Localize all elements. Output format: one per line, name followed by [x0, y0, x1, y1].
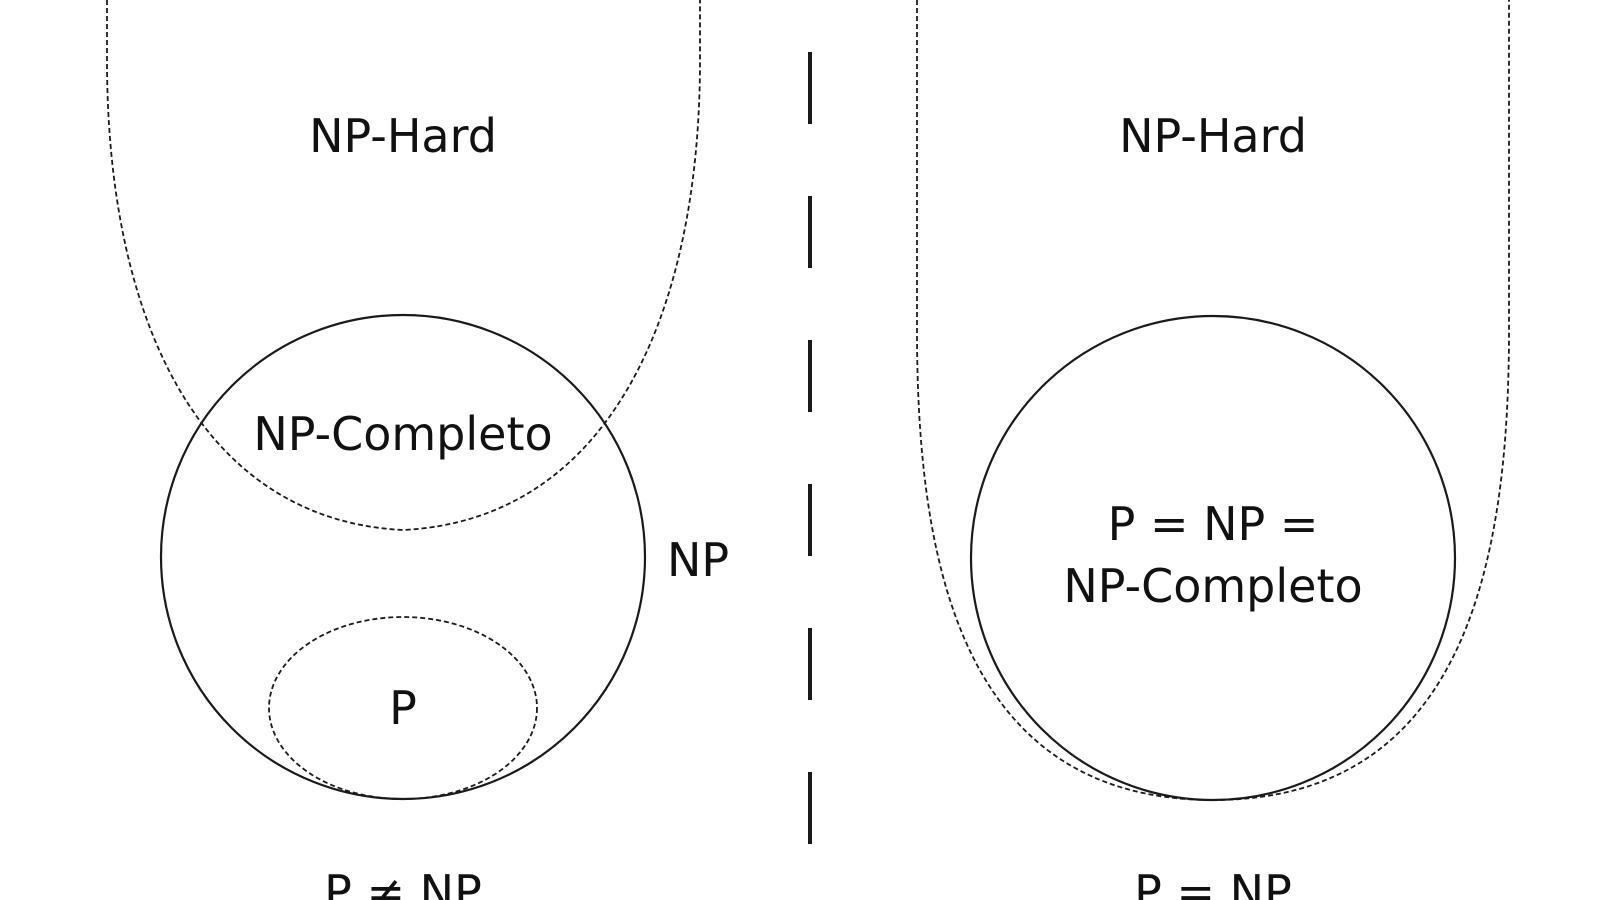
center-label-line2: NP-Completo: [1063, 559, 1362, 613]
np-circle: [969, 314, 1457, 802]
p-region: [268, 616, 538, 800]
right-caption: P = NP: [1134, 865, 1292, 900]
left-panel: NP-Hard NP-Completo NP P P ≠ NP: [106, 0, 729, 900]
np-label: NP: [667, 533, 729, 587]
np-hard-label: NP-Hard: [1119, 109, 1307, 163]
np-hard-region: [106, 0, 701, 531]
p-label: P: [389, 681, 417, 735]
left-caption: P ≠ NP: [324, 865, 482, 900]
right-panel: NP-Hard P = NP = NP-Completo P = NP: [916, 0, 1510, 900]
np-hard-label: NP-Hard: [309, 109, 497, 163]
center-label-line1: P = NP =: [1108, 497, 1319, 551]
np-complete-label: NP-Completo: [253, 407, 552, 461]
